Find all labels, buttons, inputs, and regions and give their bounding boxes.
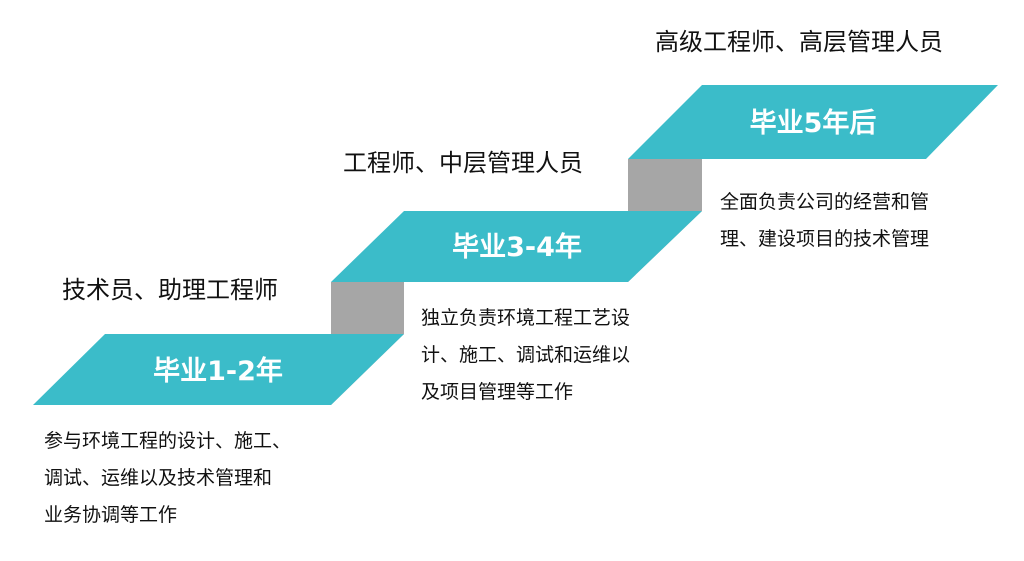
stage-1-role: 技术员、助理工程师	[62, 276, 278, 304]
step-1	[33, 334, 404, 405]
stage-1-description: 参与环境工程的设计、施工、 调试、运维以及技术管理和 业务协调等工作	[44, 423, 291, 534]
stage-1-description-line: 业务协调等工作	[44, 504, 178, 526]
stage-3-description-line: 全面负责公司的经营和管	[720, 191, 930, 213]
stage-3-role: 高级工程师、高层管理人员	[655, 28, 943, 56]
stage-2-description-line: 及项目管理等工作	[421, 381, 574, 403]
stage-2-description: 独立负责环境工程工艺设 计、施工、调试和运维以 及项目管理等工作	[421, 300, 630, 411]
stage-3-description: 全面负责公司的经营和管 理、建设项目的技术管理	[720, 184, 929, 258]
stage-1-description-line: 参与环境工程的设计、施工、	[44, 430, 292, 452]
step-1-label: 毕业1-2年	[153, 355, 283, 387]
stage-2-description-line: 计、施工、调试和运维以	[421, 344, 631, 366]
stage-2-description-line: 独立负责环境工程工艺设	[421, 307, 631, 329]
stage-2-role: 工程师、中层管理人员	[343, 149, 583, 177]
step-3-label: 毕业5年后	[750, 107, 877, 139]
stage-3-description-line: 理、建设项目的技术管理	[720, 228, 930, 250]
step-3	[628, 85, 998, 159]
step-2-label: 毕业3-4年	[452, 231, 582, 263]
step-2	[331, 211, 702, 282]
stage-1-description-line: 调试、运维以及技术管理和	[44, 467, 273, 489]
